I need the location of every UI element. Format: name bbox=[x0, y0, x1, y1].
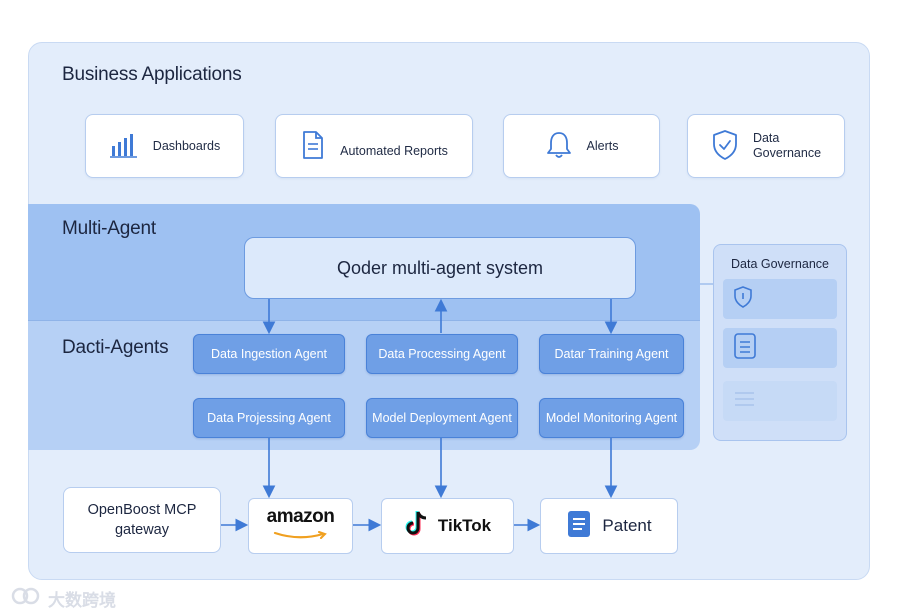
amazon-smile-icon bbox=[271, 527, 331, 545]
document-icon bbox=[566, 509, 592, 544]
gateway-line2: gateway bbox=[114, 522, 169, 538]
app-card-alerts[interactable]: Alerts bbox=[503, 114, 660, 178]
governance-panel: Data Governance bbox=[713, 244, 847, 441]
agent-data-ingestion[interactable]: Data Ingestion Agent bbox=[193, 334, 345, 374]
governance-row-list[interactable] bbox=[723, 381, 837, 421]
shield-icon bbox=[732, 285, 754, 314]
app-label: Dashboards bbox=[152, 139, 221, 153]
watermark: 大数跨境 bbox=[10, 586, 116, 611]
core-system-box[interactable]: Qoder multi-agent system bbox=[244, 237, 636, 299]
bar-chart-icon bbox=[109, 131, 139, 162]
app-card-data-governance[interactable]: Data Governance bbox=[687, 114, 845, 178]
document-icon bbox=[300, 130, 326, 163]
platform-patent[interactable]: Patent bbox=[540, 498, 678, 554]
agent-data-processing[interactable]: Data Processing Agent bbox=[366, 334, 518, 374]
governance-row-shield[interactable] bbox=[723, 279, 837, 319]
governance-row-document[interactable] bbox=[723, 328, 837, 368]
agent-model-monitoring[interactable]: Model Monitoring Agent bbox=[539, 398, 684, 438]
bell-icon bbox=[545, 130, 573, 163]
document-icon bbox=[732, 332, 758, 365]
app-label: Automated Reports bbox=[340, 144, 448, 158]
app-label: Alerts bbox=[586, 139, 619, 153]
mcp-gateway-box[interactable]: OpenBoost MCP gateway bbox=[63, 487, 221, 553]
multi-agent-title: Multi-Agent bbox=[62, 218, 156, 239]
platform-label: Patent bbox=[602, 516, 652, 535]
shield-icon bbox=[711, 129, 739, 164]
list-icon bbox=[732, 387, 758, 416]
platform-amazon[interactable]: amazon bbox=[248, 498, 353, 554]
platform-label: TikTok bbox=[437, 516, 492, 535]
gateway-line1: OpenBoost MCP bbox=[87, 502, 197, 518]
agent-data-projessing[interactable]: Data Projessing Agent bbox=[193, 398, 345, 438]
tiktok-icon bbox=[404, 510, 428, 543]
app-label-line2: Governance bbox=[752, 146, 822, 160]
watermark-logo-icon bbox=[10, 586, 42, 611]
data-agents-title: Dacti-Agents bbox=[62, 337, 169, 358]
agent-model-deployment[interactable]: Model Deployment Agent bbox=[366, 398, 518, 438]
app-card-dashboards[interactable]: Dashboards bbox=[85, 114, 244, 178]
watermark-text: 大数跨境 bbox=[48, 591, 116, 610]
governance-panel-title: Data Governance bbox=[731, 257, 829, 271]
agent-data-training[interactable]: Datar Training Agent bbox=[539, 334, 684, 374]
business-applications-title: Business Applications bbox=[62, 64, 242, 85]
app-label-line1: Data bbox=[752, 131, 780, 145]
platform-label: amazon bbox=[266, 506, 335, 527]
app-card-automated-reports[interactable]: Automated Reports bbox=[275, 114, 473, 178]
platform-tiktok[interactable]: TikTok bbox=[381, 498, 514, 554]
